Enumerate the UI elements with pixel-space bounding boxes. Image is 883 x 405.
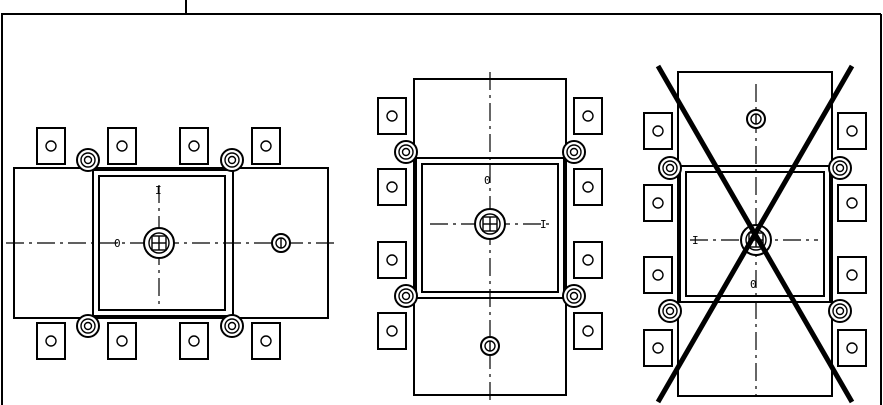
position-mark-off: 0 [750,278,757,291]
rotary-handle-icon [143,227,175,259]
terminal-tabs-left [377,97,407,350]
position-mark-on: I [692,234,699,247]
rotary-handle-icon [474,208,506,240]
aux-knob-icon [746,109,766,129]
terminal-tabs-right [837,112,867,367]
view-vertical: 0 I [377,72,603,400]
view-rejected: 0 I [643,64,867,404]
terminal-tabs-left [643,112,673,367]
aux-knob-icon [480,336,500,356]
position-mark-on: I [540,218,547,231]
position-mark-on: I [155,184,162,197]
aux-knob-icon [271,233,291,253]
position-mark-off: 0 [484,174,491,187]
view-horizontal: I 0 [6,127,338,360]
terminal-tabs-right [573,97,603,350]
position-mark-off: 0 [114,237,121,250]
cross-out-icon [655,64,855,404]
